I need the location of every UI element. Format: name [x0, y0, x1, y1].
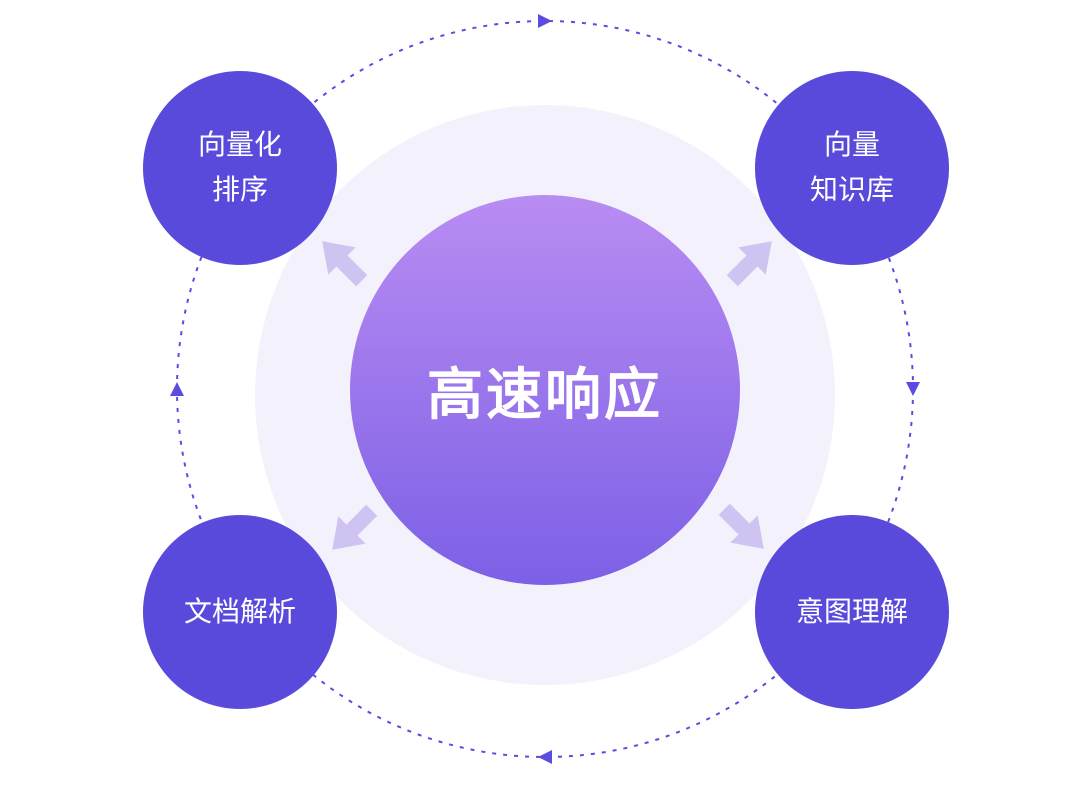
- node-label-line: 向量化: [197, 129, 282, 161]
- node-label-line: 知识库: [809, 174, 894, 205]
- node-vector-knowledge-base: 向量 知识库: [755, 71, 949, 265]
- node-document-parsing: 文档解析: [143, 515, 337, 709]
- center-node: 高速响应: [350, 195, 740, 585]
- node-label-line: 意图理解: [795, 595, 908, 627]
- node-label-line: 文档解析: [183, 595, 296, 627]
- node-label-line: 排序: [211, 174, 268, 205]
- node-label-line: 向量: [823, 129, 880, 161]
- node-intent-understanding: 意图理解: [755, 515, 949, 709]
- node-vectorization-ranking: 向量化 排序: [143, 71, 337, 265]
- center-label: 高速响应: [427, 362, 663, 426]
